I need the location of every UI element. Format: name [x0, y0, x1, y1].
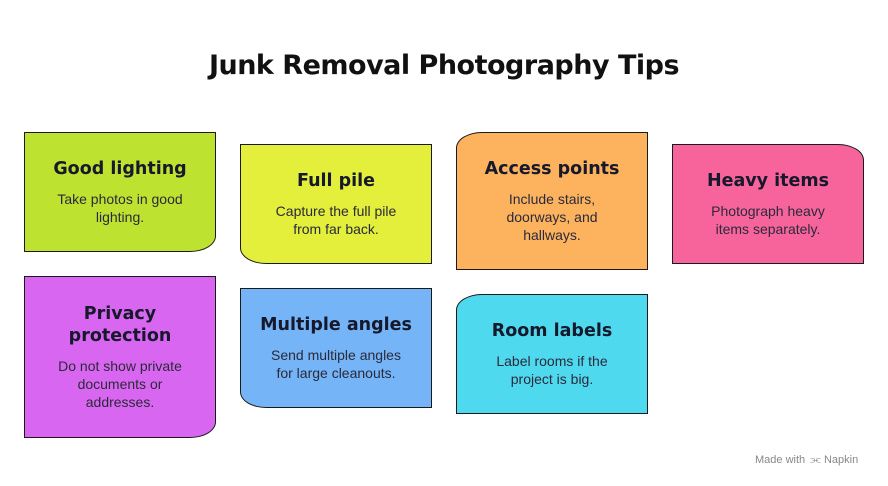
napkin-logo-icon: ⫘ — [810, 452, 821, 466]
page-title: Junk Removal Photography Tips — [208, 50, 680, 81]
note-body: Take photos in good lighting. — [57, 191, 183, 225]
note-body: Photograph heavy items separately. — [711, 203, 825, 237]
note-privacy-protection: Privacy protection Do not show private d… — [24, 276, 216, 438]
footer-attribution: Made with ⫘ Napkin — [755, 452, 858, 467]
note-heading: Privacy protection — [68, 304, 172, 346]
note-body: Include stairs, doorways, and hallways. — [506, 191, 598, 243]
note-full-pile: Full pile Capture the full pile from far… — [240, 144, 432, 264]
note-heading: Full pile — [296, 171, 376, 191]
note-body: Capture the full pile from far back. — [275, 203, 397, 237]
note-heading: Multiple angles — [260, 315, 412, 335]
note-heading: Good lighting — [53, 159, 187, 179]
note-heading: Access points — [484, 159, 620, 179]
footer-made-with: Made with — [755, 453, 806, 466]
note-body: Do not show private documents or address… — [58, 358, 182, 410]
note-access-points: Access points Include stairs, doorways, … — [456, 132, 648, 270]
note-heading: Room labels — [491, 321, 613, 341]
note-body: Label rooms if the project is big. — [496, 353, 608, 387]
note-good-lighting: Good lighting Take photos in good lighti… — [24, 132, 216, 252]
footer-brand: Napkin — [823, 453, 859, 466]
note-heavy-items: Heavy items Photograph heavy items separ… — [672, 144, 864, 264]
note-room-labels: Room labels Label rooms if the project i… — [456, 294, 648, 414]
note-multiple-angles: Multiple angles Send multiple angles for… — [240, 288, 432, 408]
note-body: Send multiple angles for large cleanouts… — [271, 347, 401, 381]
note-heading: Heavy items — [706, 171, 830, 191]
